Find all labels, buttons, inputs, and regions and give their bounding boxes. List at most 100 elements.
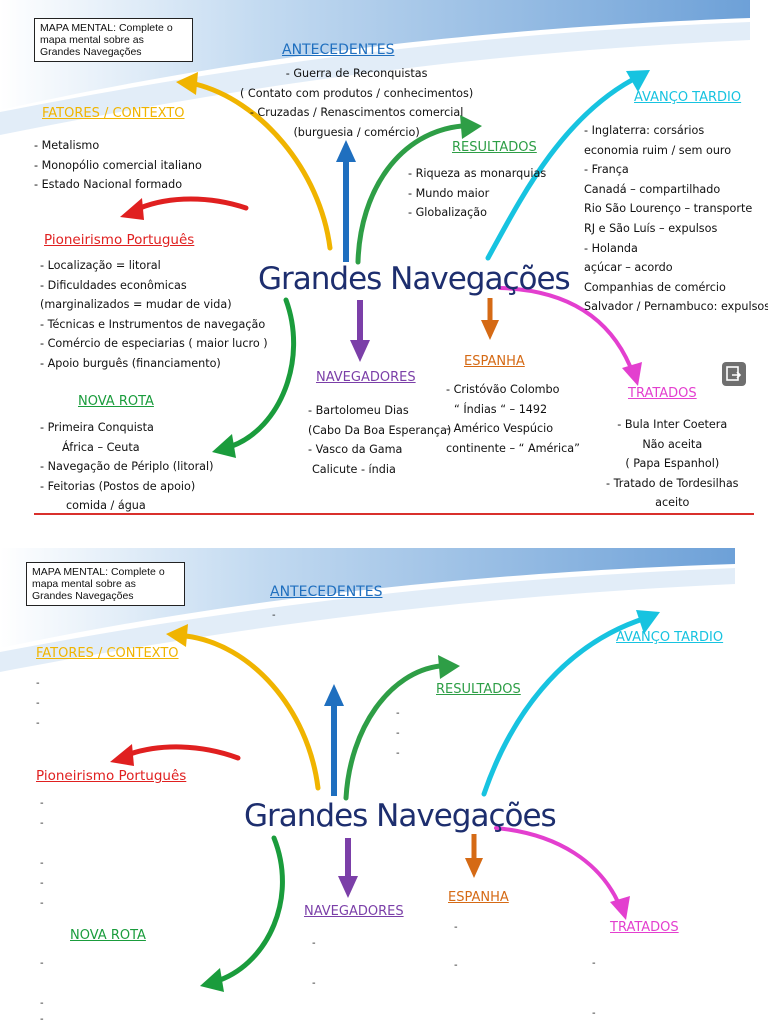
arrow-resultados-head [460, 115, 482, 139]
blank-dash: - [36, 678, 40, 689]
node-avanco-title: AVANÇO TARDIO [616, 630, 724, 645]
node-nova-rota-title: NOVA ROTA [78, 394, 154, 409]
list-item: - Apoio burguês (financiamento) [40, 356, 221, 370]
node-avanco-title: AVANÇO TARDIO [634, 90, 742, 105]
instructions-box: MAPA MENTAL: Complete o mapa mental sobr… [34, 18, 193, 62]
arrow-avanco [485, 77, 635, 261]
blank-dash: - [592, 1008, 596, 1019]
arrow-antecedentes-head [336, 140, 356, 162]
arrow-resultados [355, 123, 465, 265]
node-pioneirismo-title: Pioneirismo Português [36, 768, 187, 784]
export-icon [726, 366, 742, 381]
list-item: (marginalizados = mudar de vida) [40, 298, 232, 312]
list-item: Calicute - índia [312, 462, 396, 476]
list-item: RJ e São Luís – expulsos [584, 221, 718, 235]
list-item: - Tratado de Tordesilhas [606, 476, 739, 490]
node-navegadores-title: NAVEGADORES [304, 904, 404, 919]
node-resultados-title: RESULTADOS [436, 682, 521, 697]
list-item: - Técnicas e Instrumentos de navegação [40, 317, 266, 331]
node-espanha-title: ESPANHA [448, 890, 509, 905]
node-tratados-title: TRATADOS [610, 920, 679, 935]
branch-arrows [110, 610, 660, 992]
list-item: (burguesia / comércio) [293, 125, 420, 139]
node-resultados-items: - Riqueza as monarquias - Mundo maior - … [408, 164, 546, 223]
list-item: - Mundo maior [408, 186, 490, 200]
list-item: economia ruim / sem ouro [584, 143, 732, 157]
list-item: - Feitorias (Postos de apoio) [40, 479, 196, 493]
arrow-nova-rota-head [212, 434, 236, 458]
node-nova-rota-items: - Primeira Conquista África – Ceuta - Na… [40, 418, 214, 516]
blank-dash: - [396, 728, 400, 739]
node-antecedentes-title: ANTECEDENTES [282, 42, 395, 58]
list-item: - Cruzadas / Renascimentos comercial [249, 106, 464, 120]
node-navegadores-title: NAVEGADORES [316, 370, 416, 385]
node-antecedentes-items: - Guerra de Reconquistas ( Contato com p… [240, 64, 473, 142]
arrow-tratados [498, 286, 632, 368]
list-item: aceito [655, 496, 690, 510]
list-item: - Bula Inter Coetera [617, 418, 728, 431]
blank-dash: - [592, 958, 596, 969]
list-item: Canadá – compartilhado [584, 182, 721, 196]
blank-dash: - [40, 878, 44, 889]
node-navegadores-items: - Bartolomeu Dias (Cabo Da Boa Esperança… [308, 401, 451, 479]
center-title: Grandes Navegações [258, 261, 571, 297]
node-tratados-items: - Bula Inter Coetera Não aceita ( Papa E… [606, 415, 739, 513]
list-item: - Guerra de Reconquistas [285, 67, 428, 80]
blank-dash: - [40, 898, 44, 909]
blank-dash: - [312, 938, 316, 949]
list-item: ( Contato com produtos / conhecimentos) [240, 86, 474, 100]
list-item: - Bartolomeu Dias [308, 404, 409, 417]
instructions-box: MAPA MENTAL: Complete o mapa mental sobr… [26, 562, 185, 606]
blank-dash: - [40, 1014, 44, 1024]
arrow-espanha-head [481, 320, 499, 340]
list-item: ( Papa Espanhol) [625, 457, 720, 471]
list-item: Não aceita [642, 437, 703, 451]
list-item: comida / água [66, 499, 146, 513]
list-item: - Dificuldades econômicas [40, 278, 187, 292]
blank-dash: - [40, 858, 44, 869]
node-tratados-title: TRATADOS [628, 386, 697, 401]
blank-dash: - [454, 960, 458, 971]
node-fatores-title: FATORES / CONTEXTO [42, 106, 185, 121]
node-espanha-items: - Cristóvão Colombo “ Índias “ – 1492 - … [446, 380, 580, 458]
instructions-text: MAPA MENTAL: Complete o mapa mental sobr… [32, 566, 165, 602]
list-item: açúcar – acordo [584, 261, 673, 275]
list-item: - Inglaterra: corsários [584, 124, 705, 137]
node-nova-rota-title: NOVA ROTA [70, 928, 146, 943]
node-fatores-title: FATORES / CONTEXTO [36, 646, 179, 661]
list-item: (Cabo Da Boa Esperança) [308, 423, 452, 437]
list-item: Rio São Lourenço – transporte [584, 202, 753, 216]
blank-dash: - [312, 978, 316, 989]
arrow-fatores [192, 81, 333, 251]
list-item: - Vasco da Gama [308, 443, 403, 457]
blank-dash: - [40, 798, 44, 809]
instructions-text: MAPA MENTAL: Complete o mapa mental sobr… [40, 22, 173, 58]
list-item: - Navegação de Périplo (litoral) [40, 460, 214, 474]
center-title: Grandes Navegações [244, 798, 557, 834]
list-item: - Holanda [584, 241, 638, 255]
arrow-pioneirismo-head [120, 198, 144, 220]
slide-export-button[interactable] [722, 362, 746, 386]
blank-dash: - [36, 698, 40, 709]
list-item: Companhias de comércio [584, 280, 726, 294]
list-item: - Riqueza as monarquias [408, 167, 547, 180]
list-item: Salvador / Pernambuco: expulsos [584, 300, 768, 314]
arrow-avanco-head [626, 70, 650, 92]
blank-dash: - [454, 922, 458, 933]
list-item: - Comércio de especiarias ( maior lucro … [40, 337, 268, 351]
list-item: - Monopólio comercial italiano [34, 158, 202, 172]
divider-line [34, 513, 754, 515]
list-item: - Estado Nacional formado [34, 178, 183, 192]
list-item: - Globalização [408, 206, 487, 220]
blank-dash: - [272, 610, 276, 621]
node-pioneirismo-items: - Localização = litoral - Dificuldades e… [40, 256, 268, 374]
blank-dash: - [396, 708, 400, 719]
list-item: - Metalismo [34, 139, 100, 152]
list-item: - França [584, 163, 629, 177]
blank-dash: - [396, 748, 400, 759]
blank-dash: - [40, 958, 44, 969]
mind-map-completed: MAPA MENTAL: Complete o mapa mental sobr… [0, 0, 768, 516]
list-item: - Primeira Conquista [40, 421, 154, 434]
arrow-navegadores-head [350, 340, 370, 362]
arrow-tratados-head [622, 362, 642, 386]
